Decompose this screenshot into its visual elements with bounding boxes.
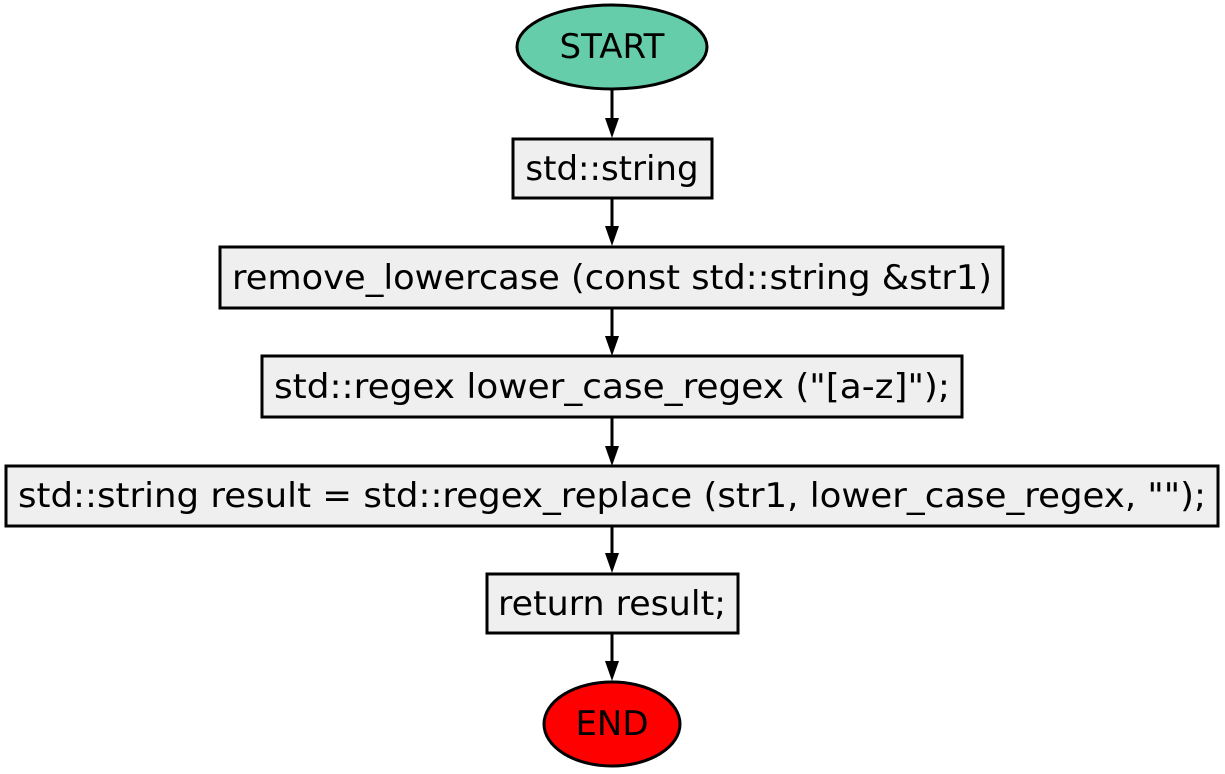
process-node-return-box [485,572,740,635]
start-node-shape [515,3,709,91]
process-node-function-signature-label: remove_lowercase (const std::string &str… [232,258,992,298]
process-node-regex-declaration-label: std::regex lower_case_regex ("[a-z]"); [274,367,950,407]
arrowhead-step4-step5 [605,553,619,573]
process-node-regex-replace-label: std::string result = std::regex_replace … [18,476,1206,516]
start-node: START [515,3,709,91]
process-node-function-signature-box [218,245,1005,310]
process-node-regex-replace-box [4,464,1220,528]
end-node-label: END [575,704,648,744]
end-node: END [542,680,682,768]
process-node-regex-declaration: std::regex lower_case_regex ("[a-z]"); [260,354,964,419]
end-node-shape [542,680,682,768]
process-node-regex-declaration-box [260,354,964,419]
arrowhead-step3-step4 [605,446,619,466]
process-node-return-label: return result; [498,584,726,624]
process-node-return: return result; [485,572,740,635]
arrowhead-step5-end [605,661,619,681]
process-node-function-signature: remove_lowercase (const std::string &str… [218,245,1005,310]
edges [605,90,619,681]
process-node-return-type: std::string [511,137,714,200]
arrowhead-step2-step3 [605,336,619,356]
arrowhead-step1-step2 [605,226,619,246]
arrowhead-start-step1 [605,118,619,138]
process-node-return-type-box [511,137,714,200]
start-node-label: START [560,27,665,67]
process-node-regex-replace: std::string result = std::regex_replace … [4,464,1220,528]
process-node-return-type-label: std::string [525,149,698,189]
